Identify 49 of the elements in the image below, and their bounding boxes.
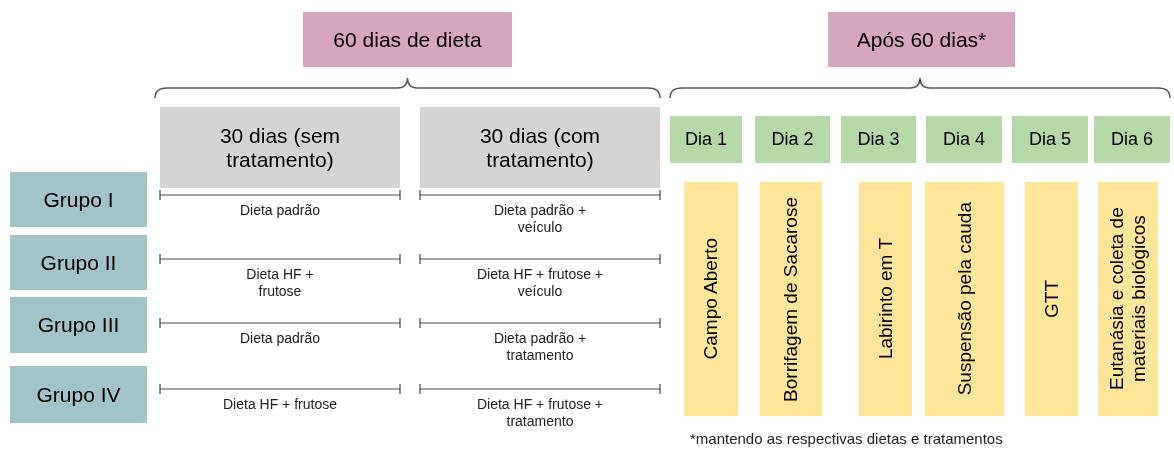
diet-note: Dieta padrão + tratamento <box>492 330 588 364</box>
test-name: Borrifagem de Sacarose <box>779 196 802 402</box>
box-label: Dia 6 <box>1110 129 1154 150</box>
box-label: 30 dias (sem tratamento) <box>218 123 342 172</box>
test-name: Eutanásia e coleta de materiais biológicos <box>1105 206 1150 393</box>
test-box <box>859 182 912 416</box>
test-name: Suspensão pela cauda <box>952 202 976 396</box>
footnote: *mantendo as respectivas dietas e tratamentos <box>690 430 1003 447</box>
test-box <box>1025 182 1078 416</box>
diet-note: Dieta HF + frutose <box>245 266 315 300</box>
day-box <box>1012 116 1088 163</box>
box-label: Dia 4 <box>942 129 986 150</box>
box-label: Grupo II <box>39 250 118 275</box>
period-box <box>160 107 400 188</box>
day-box <box>926 116 1002 163</box>
test-name: Campo Aberto <box>699 238 722 360</box>
box-label: 60 dias de dieta <box>332 27 483 52</box>
day-box <box>841 116 916 163</box>
box-label: 30 dias (com tratamento) <box>478 123 602 172</box>
group-box <box>10 366 147 423</box>
day-box <box>755 116 830 163</box>
diet-note: Dieta padrão <box>238 202 322 219</box>
test-box <box>1098 182 1158 416</box>
diet-note: Dieta HF + frutose + tratamento <box>475 396 605 430</box>
diet-note: Dieta HF + frutose + veículo <box>475 266 605 300</box>
diet-note: Dieta HF + frutose <box>222 396 338 413</box>
diet-note: Dieta padrão + veículo <box>492 202 588 236</box>
box-label: Dia 2 <box>770 129 815 150</box>
day-box <box>1094 116 1170 163</box>
period-box <box>420 107 660 188</box>
test-box <box>684 182 738 416</box>
box-label: Grupo III <box>36 313 121 337</box>
phase-header <box>303 12 512 67</box>
box-label: Dia 1 <box>684 129 728 150</box>
test-name: Labirinto em T <box>873 238 897 360</box>
test-name: GTT <box>1039 280 1063 318</box>
day-box <box>670 116 742 163</box>
box-label: Dia 5 <box>1028 129 1072 150</box>
test-box <box>760 182 822 416</box>
box-label: Grupo I <box>42 187 115 212</box>
group-box <box>10 172 147 227</box>
box-label: Grupo IV <box>35 382 122 407</box>
diet-note: Dieta padrão <box>238 330 322 347</box>
group-box <box>10 297 147 353</box>
box-label: Dia 3 <box>856 129 901 150</box>
group-box <box>10 235 147 290</box>
box-label: Após 60 dias* <box>855 27 988 52</box>
test-box <box>925 182 1004 416</box>
phase-header <box>828 12 1015 67</box>
